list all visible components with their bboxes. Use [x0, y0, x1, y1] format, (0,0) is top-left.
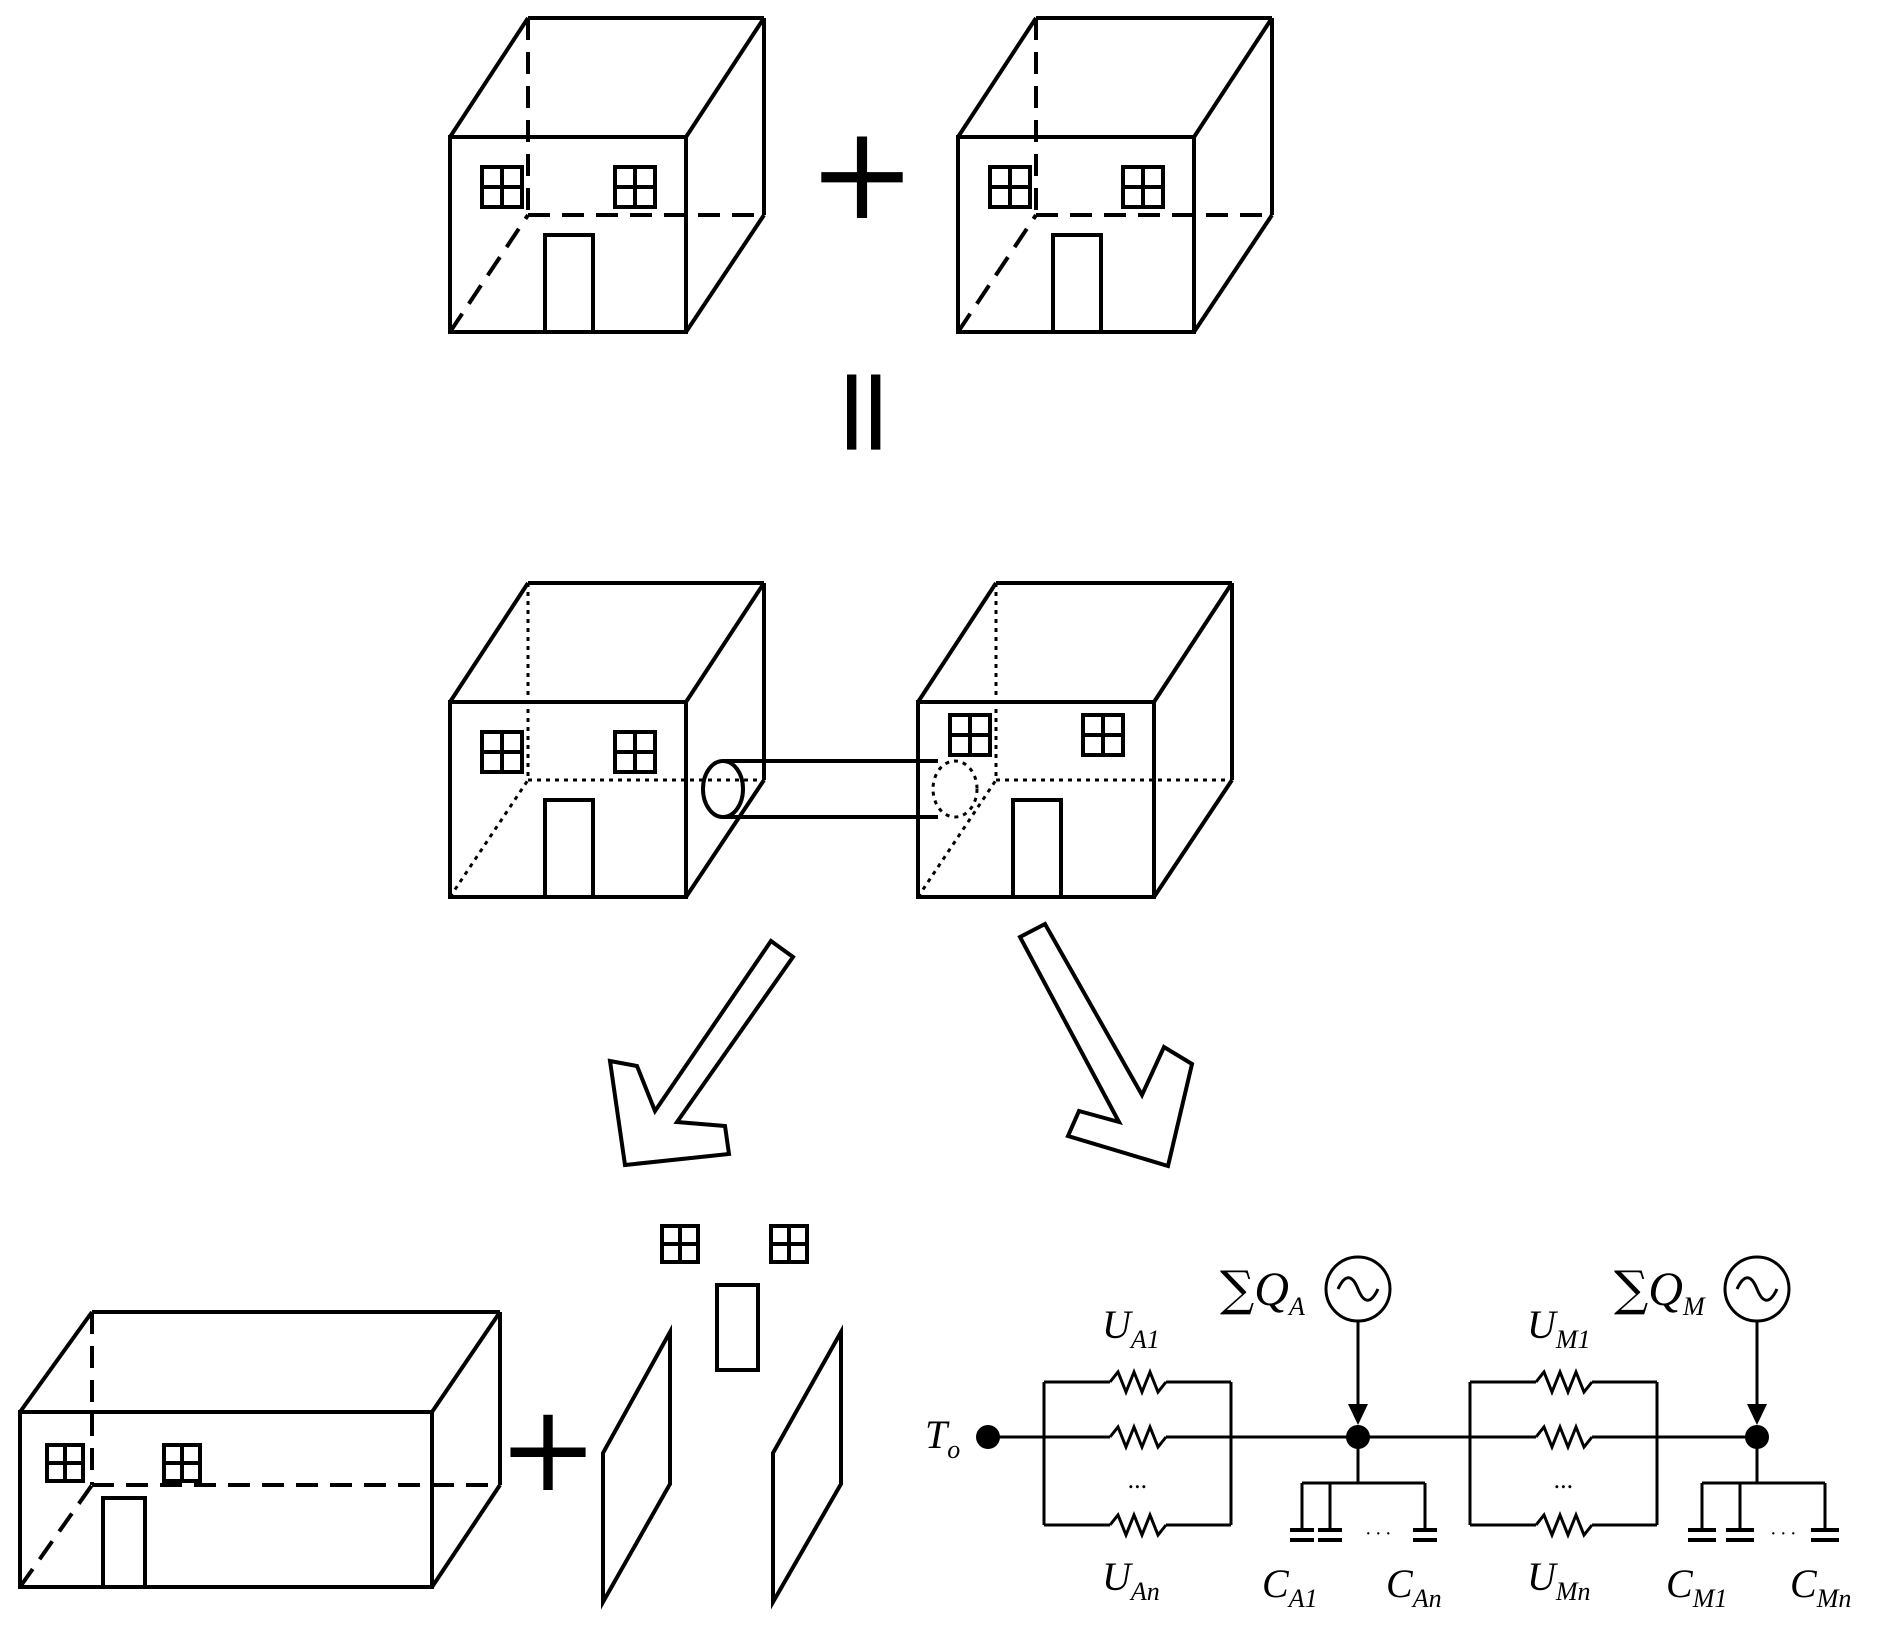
house-2: [956, 16, 1274, 334]
resistor-bank-m: ...: [1468, 1370, 1659, 1537]
heat-source-m-label: ∑QM: [1614, 1261, 1706, 1321]
wall-panel-right: [771, 1324, 843, 1610]
window-icon: [613, 165, 657, 209]
can-label: CAn: [1386, 1561, 1442, 1613]
plus-sign: +: [808, 97, 917, 249]
capacitor-ellipsis: · · ·: [1771, 1523, 1796, 1545]
door-icon: [543, 798, 595, 899]
window-icon: [660, 1224, 700, 1264]
wall-panel-left: [601, 1324, 672, 1610]
resistor-ellipsis: ...: [1554, 1465, 1574, 1494]
outdoor-temp-label: To: [925, 1412, 960, 1464]
heat-source-a-label: ∑QA: [1220, 1261, 1305, 1321]
door-icon: [1011, 798, 1063, 899]
house-a: [448, 581, 766, 899]
window-icon: [45, 1443, 85, 1483]
window-icon: [1121, 165, 1165, 209]
capacitor-bank-m: · · ·: [1688, 1437, 1839, 1545]
equals-sign: =: [797, 362, 936, 463]
resistor-bank-a: ...: [1042, 1370, 1233, 1537]
window-icon: [480, 730, 524, 774]
door-icon: [543, 233, 595, 334]
window-icon: [948, 713, 992, 757]
capacitor-ellipsis: · · ·: [1366, 1523, 1391, 1545]
cmn-label: CMn: [1790, 1561, 1851, 1613]
connecting-duct: [701, 759, 979, 819]
plus-sign: +: [498, 1380, 599, 1519]
arrow-right-down-icon: [1017, 921, 1195, 1169]
door-icon: [715, 1283, 760, 1372]
door-icon: [101, 1496, 147, 1589]
door-icon: [1051, 233, 1103, 334]
uan-label: UAn: [1102, 1554, 1160, 1606]
ca1-label: CA1: [1262, 1561, 1318, 1613]
window-icon: [480, 165, 524, 209]
window-icon: [769, 1224, 809, 1264]
ua1-label: UA1: [1102, 1302, 1160, 1354]
expanded-room: [18, 1310, 502, 1589]
separated-components: [601, 1224, 843, 1610]
window-icon: [613, 730, 657, 774]
um1-label: UM1: [1527, 1302, 1591, 1354]
cm1-label: CM1: [1666, 1561, 1727, 1613]
resistor-ellipsis: ...: [1128, 1465, 1148, 1494]
house-1: [448, 16, 766, 334]
umn-label: UMn: [1527, 1554, 1591, 1606]
rc-circuit: To ... UA1 UAn ∑QA: [925, 1255, 1851, 1613]
arrow-left-down-icon: [607, 938, 796, 1168]
capacitor-bank-a: · · ·: [1290, 1437, 1437, 1545]
house-m: [916, 581, 1234, 899]
window-icon: [988, 165, 1032, 209]
window-icon: [162, 1443, 202, 1483]
window-icon: [1081, 713, 1125, 757]
